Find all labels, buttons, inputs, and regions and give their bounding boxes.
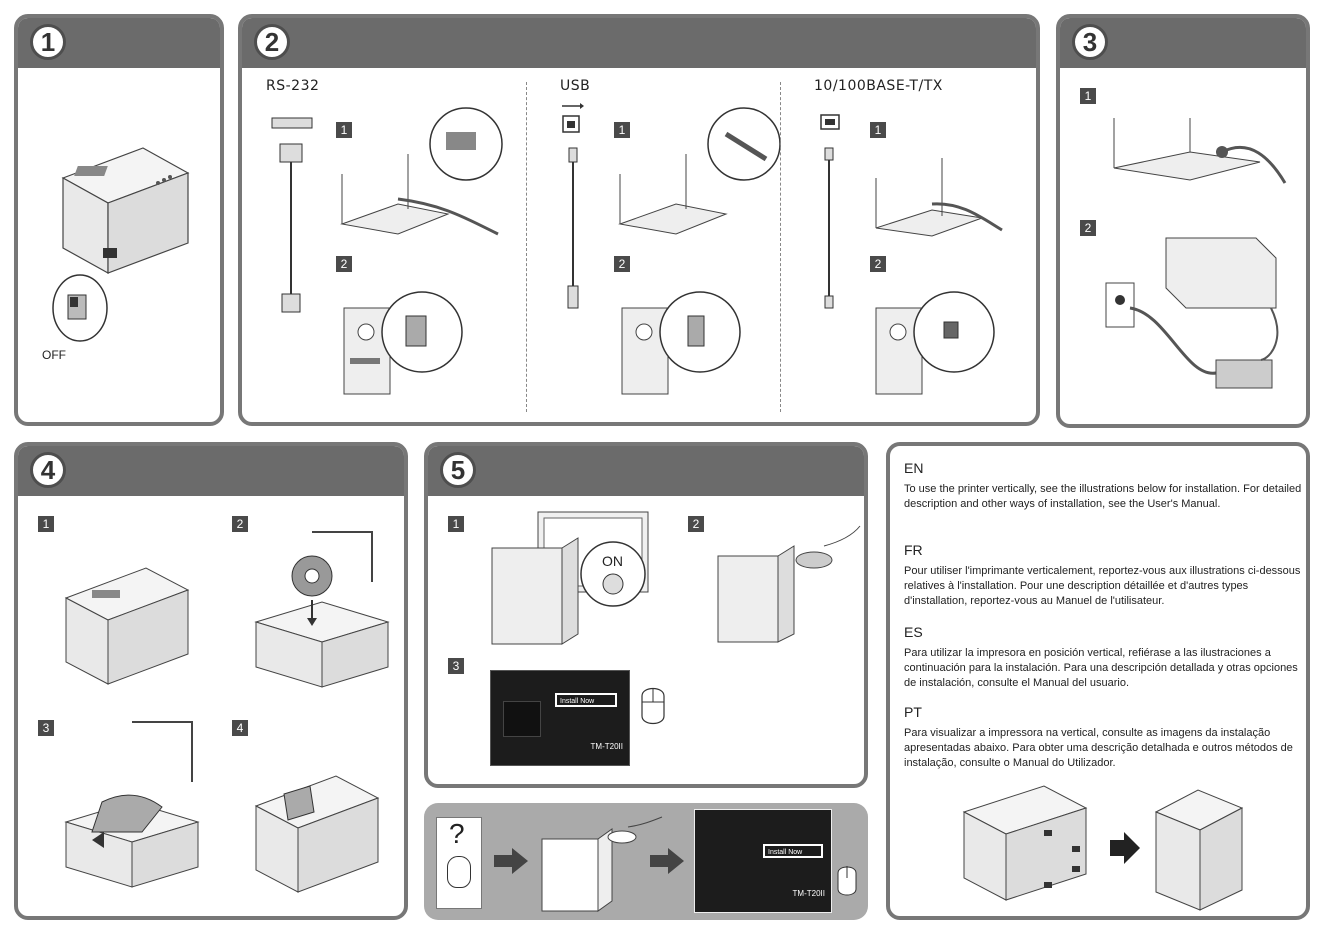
step-number-badge: 3 <box>1072 24 1108 60</box>
panel-step-2: 2 RS-232 1 2 USB 1 <box>238 14 1040 426</box>
section-lang-fr: FR <box>904 542 923 558</box>
step-1-label: 1 <box>448 516 464 532</box>
panel-step-3: 3 1 2 <box>1056 14 1310 428</box>
troubleshooting-panel: ? Install Now TM-T20II <box>424 803 868 920</box>
vertical-installation-illustration <box>962 785 1244 911</box>
step-1-label: 1 <box>870 122 886 138</box>
ethernet-cable-icon <box>824 147 834 309</box>
column-title-ethernet: 10/100BASE-T/TX <box>814 78 943 94</box>
install-now-button[interactable]: Install Now <box>555 693 617 707</box>
step-number-badge: 2 <box>254 24 290 60</box>
install-now-button[interactable]: Install Now <box>763 844 823 858</box>
step-1-label: 1 <box>1080 88 1096 104</box>
model-label: TM-T20II <box>590 742 623 751</box>
step-2-label: 2 <box>232 516 248 532</box>
section-text-es: Para utilizar la impresora en posición v… <box>904 647 1298 689</box>
section-lang-en: EN <box>904 460 924 476</box>
step-4-label: 4 <box>232 720 248 736</box>
rs232-cable-icon <box>271 117 313 313</box>
mouse-click-icon <box>837 866 857 896</box>
panel-header: 3 <box>1060 18 1306 68</box>
power-switch-zoom <box>52 274 108 342</box>
panel-header: 1 <box>18 18 220 68</box>
section-lang-pt: PT <box>904 704 922 720</box>
step-2-label: 2 <box>614 256 630 272</box>
step-2-label: 2 <box>688 516 704 532</box>
vertical-installation-panel: EN To use the printer vertically, see th… <box>886 442 1310 920</box>
step-2-label: 2 <box>1080 220 1096 236</box>
column-title-rs232: RS-232 <box>266 78 320 94</box>
panel-step-5: 5 1 ON 2 3 Install Now TM-T20II <box>424 442 868 788</box>
question-mark: ? <box>449 818 465 849</box>
usb-cable-icon <box>567 147 579 309</box>
step-1-label: 1 <box>38 516 54 532</box>
confused-user-illustration: ? <box>436 817 482 909</box>
section-text-pt: Para visualizar a impressora na vertical… <box>904 727 1293 769</box>
roll-paper-insert-illustration <box>254 531 390 688</box>
ethernet-icon <box>820 114 840 130</box>
printer-illustration <box>61 147 190 275</box>
printer-rear-port-illustration <box>340 107 503 236</box>
panel-header: 5 <box>428 446 864 496</box>
installer-window: Install Now TM-T20II <box>490 670 630 766</box>
pc-usb-connection-illustration <box>621 291 741 395</box>
section-text-en: To use the printer vertically, see the i… <box>904 483 1302 510</box>
step-3-label: 3 <box>448 658 464 674</box>
column-divider <box>780 82 781 412</box>
step-1-label: 1 <box>614 122 630 138</box>
step-1-label: 1 <box>336 122 352 138</box>
printer-lan-port-illustration <box>875 158 1003 237</box>
step-number-badge: 4 <box>30 452 66 488</box>
arrow-right-icon <box>650 848 684 874</box>
printer-closed-illustration <box>64 567 190 685</box>
arrow-right-icon <box>494 848 528 874</box>
on-label: ON <box>602 553 623 569</box>
installer-window: Install Now TM-T20II <box>694 809 832 913</box>
step-2-label: 2 <box>336 256 352 272</box>
pc-power-on-illustration: ON <box>491 511 649 645</box>
section-lang-es: ES <box>904 624 923 640</box>
usb-icon <box>562 103 584 133</box>
printer-with-paper-illustration <box>254 775 380 893</box>
insert-disc-illustration <box>541 816 663 912</box>
column-divider <box>526 82 527 412</box>
column-title-usb: USB <box>560 78 591 94</box>
off-label: OFF <box>42 348 66 362</box>
pc-lan-connection-illustration <box>875 291 995 395</box>
panel-step-1: 1 OFF <box>14 14 224 426</box>
mouse-click-icon <box>641 687 665 725</box>
pc-connection-illustration <box>343 291 463 395</box>
model-label: TM-T20II <box>792 889 825 898</box>
section-text-fr: Pour utiliser l'imprimante verticalement… <box>904 565 1301 607</box>
printer-thumbnail <box>503 701 541 737</box>
step-2-label: 2 <box>870 256 886 272</box>
paper-feed-illustration <box>64 721 200 888</box>
step-number-badge: 1 <box>30 24 66 60</box>
printer-power-port-illustration <box>1113 118 1287 184</box>
printer-usb-port-illustration <box>618 107 781 235</box>
step-3-label: 3 <box>38 720 54 736</box>
insert-disc-illustration <box>717 525 861 643</box>
step-number-badge: 5 <box>440 452 476 488</box>
power-adapter-illustration <box>1105 237 1279 389</box>
panel-header: 2 <box>242 18 1036 68</box>
panel-header: 4 <box>18 446 404 496</box>
panel-step-4: 4 1 2 3 4 <box>14 442 408 920</box>
